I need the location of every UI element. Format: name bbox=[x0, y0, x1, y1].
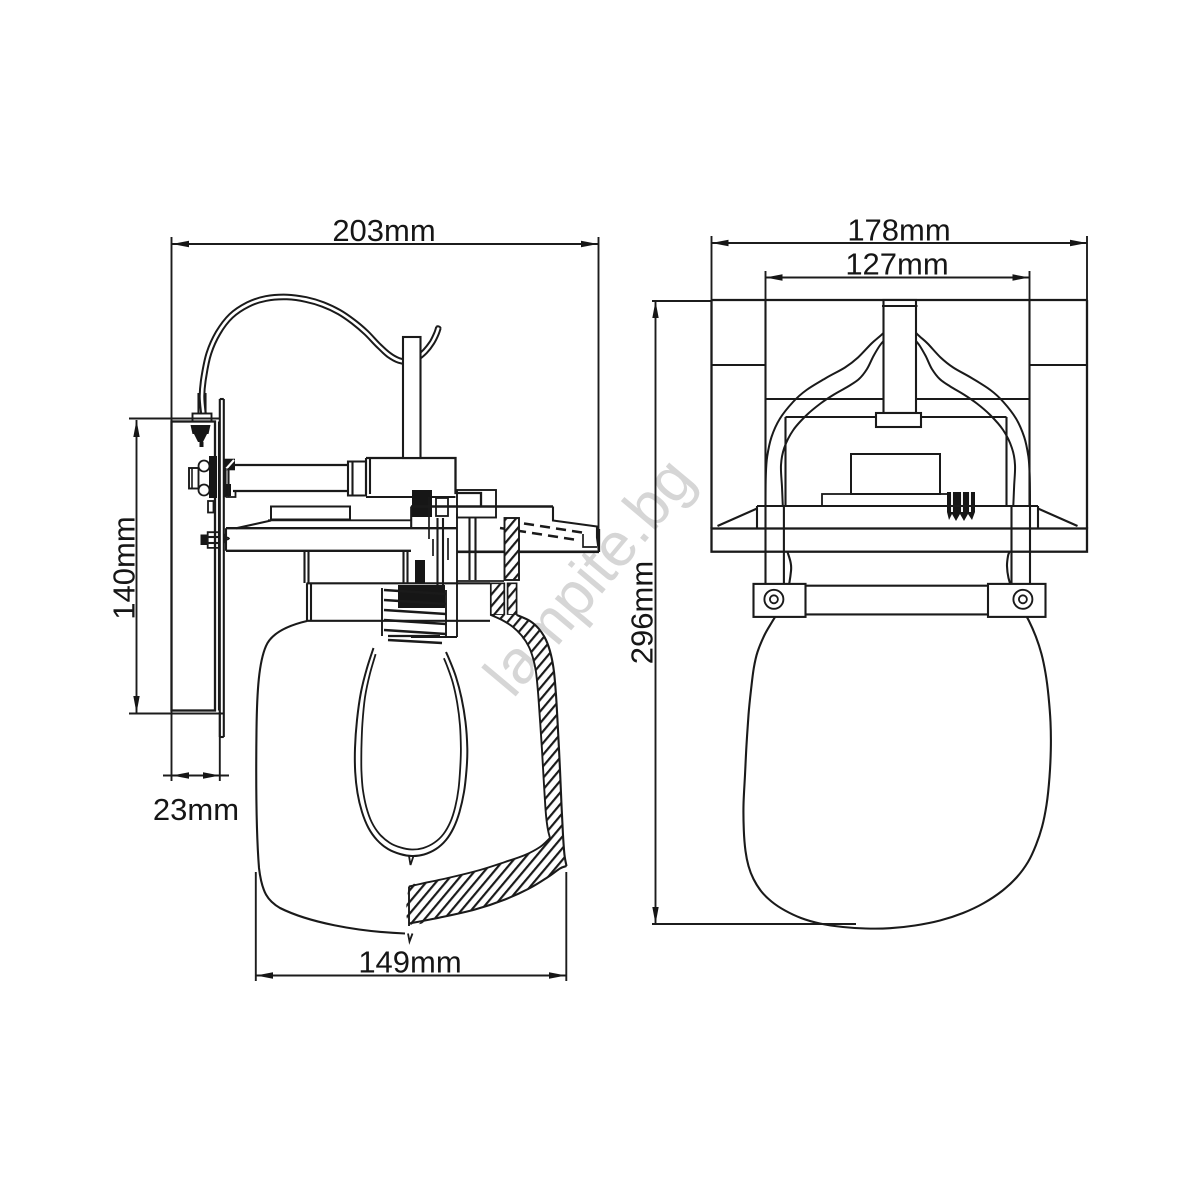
svg-text:140mm: 140mm bbox=[107, 516, 142, 619]
svg-text:178mm: 178mm bbox=[847, 213, 950, 248]
svg-text:203mm: 203mm bbox=[332, 213, 435, 248]
svg-text:23mm: 23mm bbox=[153, 792, 239, 827]
svg-text:149mm: 149mm bbox=[358, 945, 461, 980]
svg-text:296mm: 296mm bbox=[625, 561, 660, 664]
svg-text:127mm: 127mm bbox=[845, 247, 948, 282]
